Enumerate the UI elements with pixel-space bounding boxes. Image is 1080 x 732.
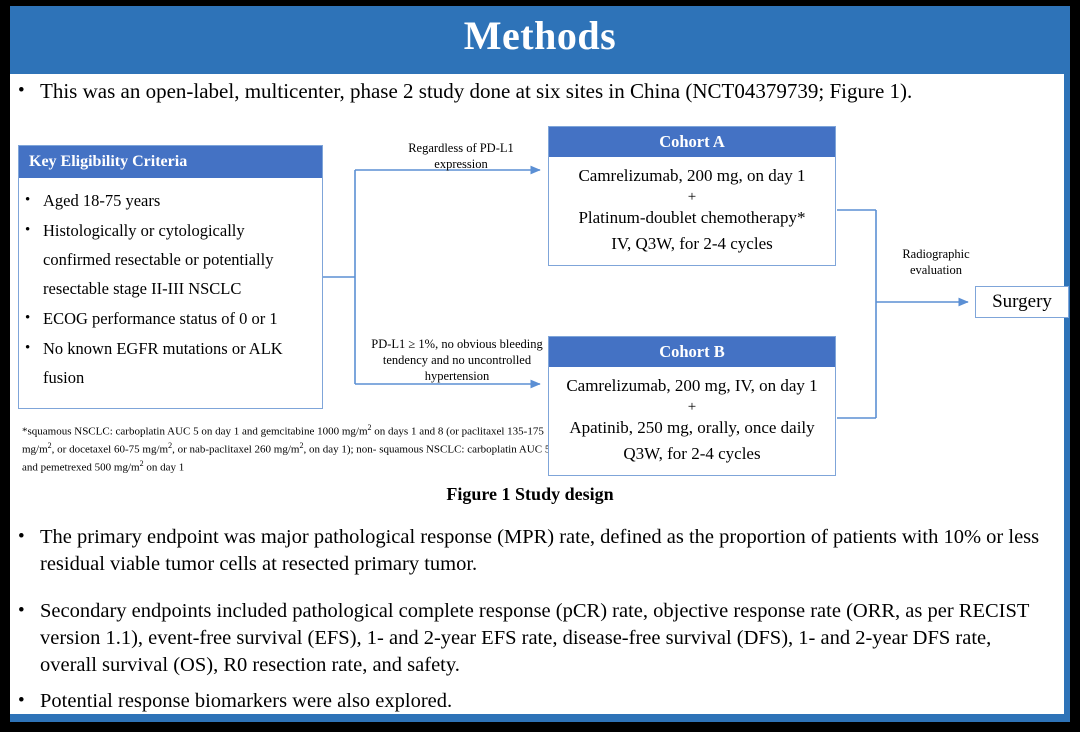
bullet-marker-icon: •	[18, 690, 25, 711]
footnote-line2-d: , on day 1); non-	[303, 443, 377, 456]
cohort-a-line1: Camrelizumab, 200 mg, on day 1	[578, 166, 806, 185]
eligibility-criteria-box: Key Eligibility Criteria • Aged 18-75 ye…	[18, 145, 323, 409]
list-item: • ECOG performance status of 0 or 1	[25, 304, 316, 333]
surgery-label: Surgery	[992, 291, 1052, 312]
eligibility-item-text: ECOG performance status of 0 or 1	[43, 309, 278, 328]
page-title: Methods	[463, 13, 617, 58]
branch-label-top: Regardless of PD-L1 expression	[408, 141, 514, 171]
body-bullet-3-text: Potential response biomarkers were also …	[40, 690, 453, 712]
cohort-b-header: Cohort B	[549, 337, 835, 367]
footnote-line2-b: , or docetaxel 60-75 mg/m	[51, 443, 169, 456]
footnote-superscript: 2	[299, 441, 304, 451]
lead-bullet: • This was an open-label, multicenter, p…	[18, 78, 1053, 105]
bullet-marker-icon: •	[25, 340, 31, 356]
cohort-b-plus: +	[687, 399, 697, 415]
body-bullet-1-text: The primary endpoint was major pathologi…	[40, 526, 1040, 575]
body-bullet-1: • The primary endpoint was major patholo…	[18, 524, 1053, 578]
cohort-a-header: Cohort A	[549, 127, 835, 157]
slide-title-banner: Methods	[10, 6, 1070, 74]
bullet-marker-icon: •	[18, 526, 25, 547]
eligibility-header: Key Eligibility Criteria	[19, 146, 322, 178]
footnote-line3-a: squamous NSCLC: carboplatin AUC 5 and pe…	[22, 443, 551, 474]
bullet-marker-icon: •	[25, 222, 31, 238]
cohort-b-header-label: Cohort B	[659, 342, 725, 361]
cohort-a-plus: +	[687, 189, 697, 205]
body-bullet-2: • Secondary endpoints included pathologi…	[18, 598, 1053, 679]
cohort-a-body: Camrelizumab, 200 mg, on day 1 + Platinu…	[549, 157, 835, 265]
bullet-marker-icon: •	[18, 600, 25, 621]
eligibility-item-text: Histologically or cytologically confirme…	[43, 221, 274, 298]
bullet-marker-icon: •	[25, 310, 31, 326]
list-item: • Aged 18-75 years	[25, 186, 316, 215]
cohort-b-line3: Q3W, for 2-4 cycles	[623, 444, 761, 463]
bullet-marker-icon: •	[25, 192, 31, 208]
footnote-superscript: 2	[367, 423, 372, 432]
eligibility-list: • Aged 18-75 years • Histologically or c…	[19, 178, 322, 392]
body-bullet-3: • Potential response biomarkers were als…	[18, 688, 718, 715]
radiographic-evaluation-label: Radiographic evaluation	[902, 247, 970, 277]
footnote-superscript: 2	[47, 441, 52, 451]
chemotherapy-footnote: *squamous NSCLC: carboplatin AUC 5 on da…	[22, 421, 552, 475]
cohort-a-line3: IV, Q3W, for 2-4 cycles	[611, 234, 773, 253]
bullet-marker-icon: •	[18, 80, 25, 101]
bottom-accent-band	[10, 714, 1070, 722]
footnote-line2-c: , or nab-paclitaxel 260 mg/m	[172, 443, 300, 456]
footnote-line3-b: on day 1	[143, 461, 185, 474]
figure-connector-lines	[323, 165, 969, 419]
branch-label-bottom: PD-L1 ≥ 1%, no obvious bleeding tendency…	[371, 337, 543, 383]
footnote-line1-b: on days 1 and 8 (or	[371, 425, 459, 438]
cohort-b-body: Camrelizumab, 200 mg, IV, on day 1 + Apa…	[549, 367, 835, 475]
cohort-a-box: Cohort A Camrelizumab, 200 mg, on day 1 …	[548, 126, 836, 266]
body-bullet-2-text: Secondary endpoints included pathologica…	[40, 600, 1030, 676]
surgery-box: Surgery	[975, 286, 1069, 318]
right-accent-band	[1064, 6, 1070, 720]
eligibility-item-text: No known EGFR mutations or ALK fusion	[43, 339, 283, 387]
footnote-line1-a: *squamous NSCLC: carboplatin AUC 5 on da…	[22, 425, 368, 438]
lead-bullet-text: This was an open-label, multicenter, pha…	[40, 79, 913, 103]
cohort-a-header-label: Cohort A	[659, 132, 725, 151]
footnote-superscript: 2	[168, 441, 173, 451]
list-item: • No known EGFR mutations or ALK fusion	[25, 334, 316, 392]
eligibility-header-label: Key Eligibility Criteria	[29, 153, 188, 170]
footnote-superscript: 2	[139, 459, 144, 469]
eligibility-item-text: Aged 18-75 years	[43, 191, 161, 210]
cohort-a-line2: Platinum-doublet chemotherapy*	[578, 208, 806, 227]
study-design-figure: Key Eligibility Criteria • Aged 18-75 ye…	[10, 118, 1070, 500]
figure-caption: Figure 1 Study design	[446, 484, 614, 504]
cohort-b-line2: Apatinib, 250 mg, orally, once daily	[569, 418, 815, 437]
cohort-b-box: Cohort B Camrelizumab, 200 mg, IV, on da…	[548, 336, 836, 476]
list-item: • Histologically or cytologically confir…	[25, 216, 316, 303]
footnote-line2-a: paclitaxel 135-175 mg/m	[22, 425, 544, 456]
cohort-b-line1: Camrelizumab, 200 mg, IV, on day 1	[566, 376, 818, 395]
